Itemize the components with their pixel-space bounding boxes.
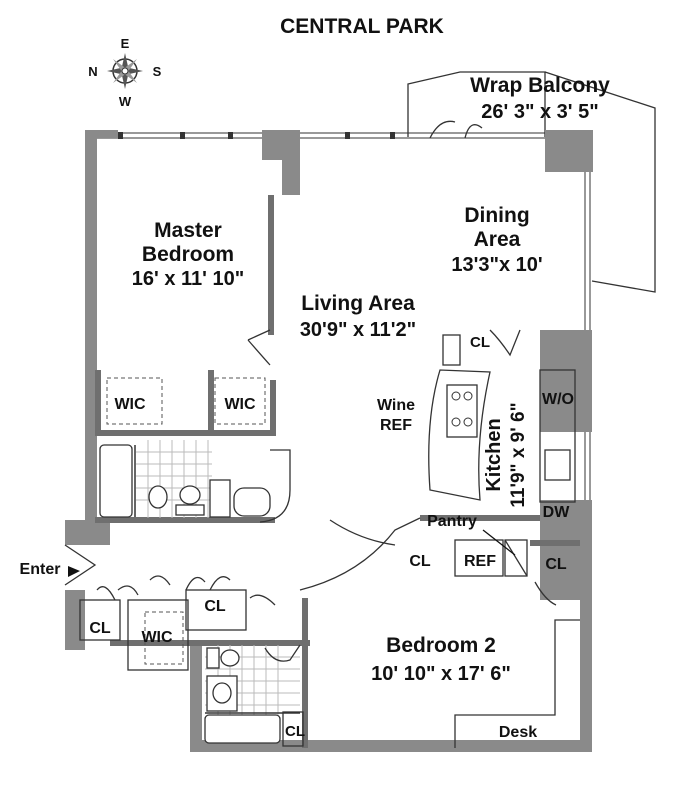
window-top bbox=[95, 132, 545, 139]
wic-label-3: WIC bbox=[141, 629, 173, 646]
cl-label-kitchen: CL bbox=[470, 334, 490, 351]
living-area-name: Living Area bbox=[301, 292, 415, 315]
bedroom-2-name: Bedroom 2 bbox=[386, 634, 496, 657]
cl-label-bath2: CL bbox=[285, 723, 305, 740]
compass-south-label: S bbox=[153, 64, 162, 79]
cl-label-hall: CL bbox=[409, 553, 431, 570]
enter-arrow-icon bbox=[68, 566, 80, 577]
kitchen-dims: 11'9" x 9' 6" bbox=[508, 402, 529, 507]
bedroom-2-dims: 10' 10" x 17' 6" bbox=[371, 663, 511, 685]
balcony-name: Wrap Balcony bbox=[470, 74, 610, 97]
cl-label-entry-2: CL bbox=[204, 598, 226, 615]
cl-label-bed2: CL bbox=[545, 556, 567, 573]
master-bedroom-name-1: Master bbox=[154, 219, 222, 242]
balcony-dims: 26' 3" x 3' 5" bbox=[481, 101, 598, 123]
ref-label: REF bbox=[464, 553, 496, 570]
closet-rods bbox=[106, 377, 266, 665]
cl-label-entry-1: CL bbox=[89, 620, 111, 637]
enter-label: Enter bbox=[20, 561, 61, 578]
wic-label-1: WIC bbox=[114, 396, 146, 413]
kitchen-name: Kitchen bbox=[483, 418, 505, 491]
hallway-closets bbox=[79, 517, 528, 747]
dining-area-name-2: Area bbox=[474, 228, 521, 251]
compass-west-label: W bbox=[119, 94, 132, 109]
kitchen-island bbox=[428, 334, 491, 501]
compass-east-label: E bbox=[121, 36, 130, 51]
compass-rose-icon bbox=[107, 53, 143, 89]
interior-walls bbox=[95, 195, 580, 748]
exterior-walls bbox=[65, 130, 593, 752]
compass-north-label: N bbox=[88, 64, 97, 79]
master-bathroom bbox=[99, 440, 291, 523]
master-bedroom-name-2: Bedroom bbox=[142, 243, 234, 266]
balcony-outline bbox=[407, 71, 546, 137]
desk-label: Desk bbox=[499, 724, 537, 741]
living-area-dims: 30'9" x 11'2" bbox=[300, 319, 416, 341]
wine-ref-label-2: REF bbox=[380, 417, 412, 434]
dishwasher-label: DW bbox=[543, 504, 571, 521]
second-bathroom bbox=[204, 645, 300, 744]
pantry-pointer bbox=[482, 529, 516, 556]
kitchen-counter bbox=[539, 369, 576, 503]
desk-outline bbox=[454, 619, 580, 748]
plan-title: CENTRAL PARK bbox=[280, 15, 444, 38]
dining-area-name-1: Dining bbox=[464, 204, 529, 227]
washer-dryer-label: W/O bbox=[542, 391, 574, 408]
wic-label-2: WIC bbox=[224, 396, 256, 413]
balcony-outline-side bbox=[544, 71, 656, 293]
wine-ref-label-1: Wine bbox=[377, 397, 415, 414]
doors bbox=[64, 120, 557, 662]
dining-area-dims: 13'3"x 10' bbox=[451, 254, 542, 276]
master-bedroom-dims: 16' x 11' 10" bbox=[132, 268, 244, 290]
pantry-label: Pantry bbox=[427, 513, 477, 530]
